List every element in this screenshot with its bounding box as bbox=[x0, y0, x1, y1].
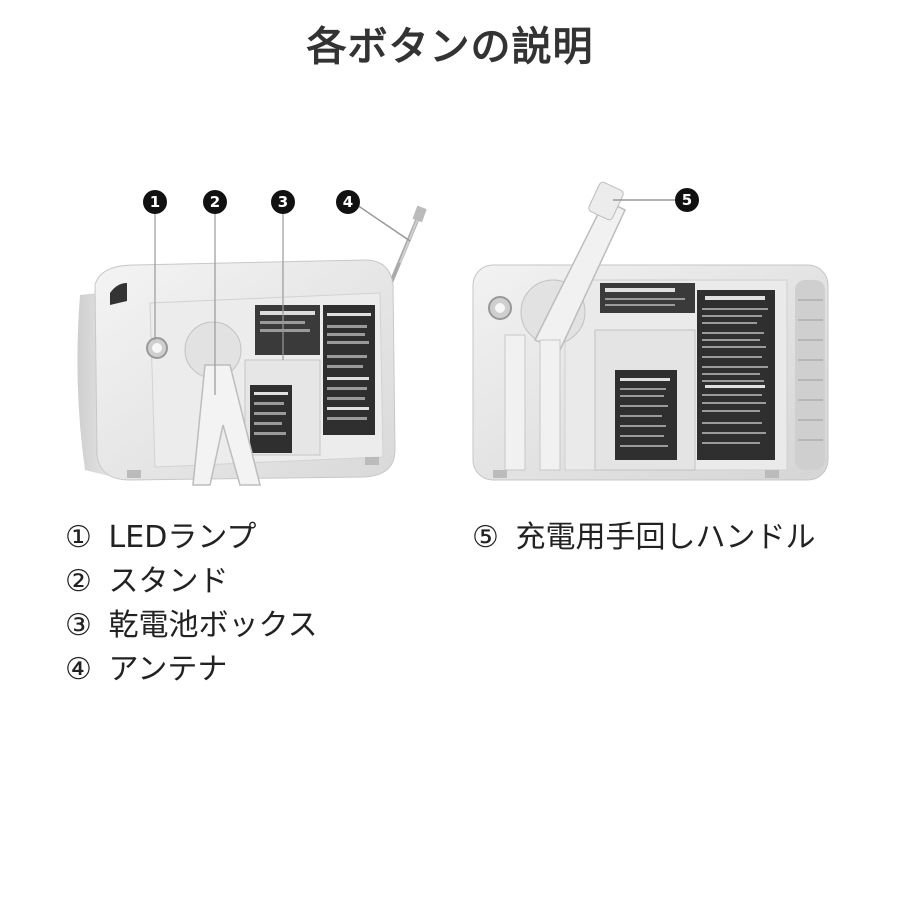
legend-item: ② スタンド bbox=[65, 560, 318, 604]
radio-crank-illustration bbox=[472, 181, 829, 481]
marker-1: 1 bbox=[143, 190, 167, 214]
legend-item: ① LEDランプ bbox=[65, 516, 318, 560]
legend-label-led-lamp: LEDランプ bbox=[108, 520, 257, 555]
legend-number: ④ bbox=[65, 652, 92, 687]
marker-5: 5 bbox=[675, 188, 699, 212]
legend-item: ④ アンテナ bbox=[65, 648, 318, 692]
legend-number: ① bbox=[65, 520, 92, 555]
marker-4: 4 bbox=[336, 190, 360, 214]
legend-number: ② bbox=[65, 564, 92, 599]
legend-label-stand: スタンド bbox=[108, 564, 229, 599]
legend-item: ⑤ 充電用手回しハンドル bbox=[472, 516, 816, 560]
marker-3: 3 bbox=[271, 190, 295, 214]
radio-back-photo: 1 2 3 4 bbox=[55, 185, 450, 490]
radio-crank-photo: 5 bbox=[465, 170, 845, 490]
marker-2: 2 bbox=[203, 190, 227, 214]
legend-item: ③ 乾電池ボックス bbox=[65, 604, 318, 648]
legend-label-antenna: アンテナ bbox=[108, 652, 228, 687]
legend-left: ① LEDランプ ② スタンド ③ 乾電池ボックス ④ アンテナ bbox=[65, 516, 318, 692]
legend-label-battery-box: 乾電池ボックス bbox=[108, 608, 318, 643]
page-title: 各ボタンの説明 bbox=[306, 24, 594, 70]
legend-number: ③ bbox=[65, 608, 92, 643]
legend-number: ⑤ bbox=[472, 520, 499, 555]
legend-right: ⑤ 充電用手回しハンドル bbox=[472, 516, 816, 560]
radio-back-illustration bbox=[77, 204, 427, 486]
legend-label-crank-handle: 充電用手回しハンドル bbox=[515, 520, 816, 555]
